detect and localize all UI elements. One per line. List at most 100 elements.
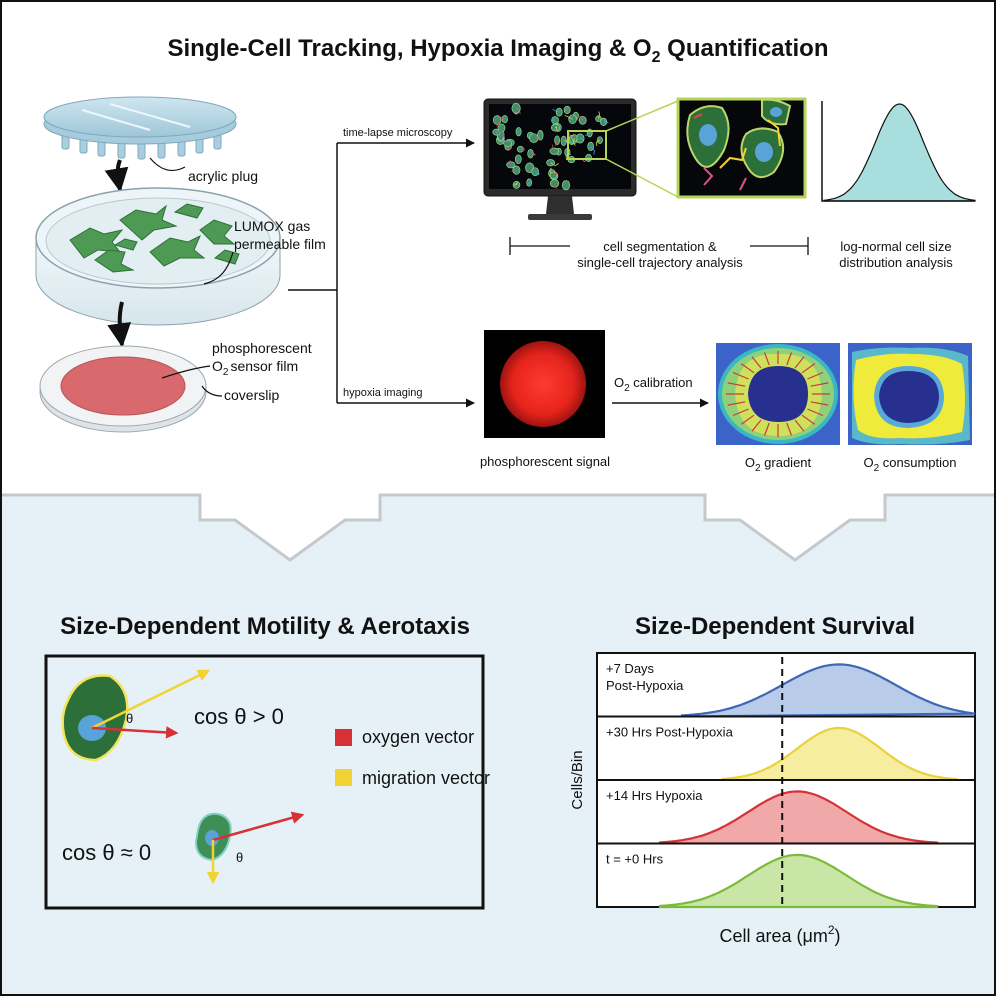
monitor-cell-trail xyxy=(507,146,512,151)
lumox-film-label-line2: permeable film xyxy=(234,236,326,252)
section-divider-arrows xyxy=(2,493,994,562)
acrylic-plug-leader xyxy=(149,157,186,171)
coverslip-label: coverslip xyxy=(224,387,279,403)
acrylic-plug-label: acrylic plug xyxy=(188,168,258,184)
segmentation-caption-mask xyxy=(570,236,750,270)
monitor-cell-trail xyxy=(509,160,512,165)
lognormal-caption-line1: log-normal cell size xyxy=(840,239,951,254)
monitor-cell-field xyxy=(492,102,609,191)
microscopy-monitor xyxy=(483,98,637,220)
monitor-cell-trail xyxy=(554,183,558,189)
monitor-cell-trail xyxy=(500,132,505,138)
monitor-cell-trail xyxy=(551,144,555,152)
lognormal-distribution-plot xyxy=(821,101,976,202)
time-lapse-label: time-lapse microscopy xyxy=(343,127,453,139)
gradient-arrow xyxy=(751,356,762,369)
monitor-cell-trail xyxy=(502,140,508,144)
survival-xlabel: Cell area (μm2) xyxy=(719,923,840,946)
gradient-arrow-field xyxy=(726,351,830,437)
gradient-arrow xyxy=(740,363,755,374)
phosphorescent-signal-image xyxy=(484,330,605,438)
segmentation-caption-line2: single-cell trajectory analysis xyxy=(577,255,743,270)
o2-gradient-caption: O2 gradient xyxy=(745,455,812,474)
legend-label-migration: migration vector xyxy=(362,768,490,788)
monitor-cell-trail xyxy=(550,162,559,167)
down-arrow-2 xyxy=(107,301,132,348)
monitor-cell-trail xyxy=(552,108,560,113)
monitor-cell-trail xyxy=(526,181,531,187)
gradient-arrow xyxy=(810,401,829,406)
monitor-cell-trail xyxy=(515,107,521,115)
oxygen-vector-2 xyxy=(212,811,305,842)
survival-row-label: +14 Hrs Hypoxia xyxy=(606,788,703,803)
monitor-cell-trail xyxy=(495,130,499,135)
sensor-leader xyxy=(161,365,211,379)
acrylic-plug-illustration xyxy=(43,96,237,160)
figure-title: Single-Cell Tracking, Hypoxia Imaging & … xyxy=(167,35,828,66)
lumox-film-label-line1: LUMOX gas xyxy=(234,218,310,234)
monitor-cell-trail xyxy=(530,153,537,156)
monitor-cell-trail xyxy=(513,182,518,186)
gradient-arrow xyxy=(751,419,762,432)
monitor-cell xyxy=(550,123,560,132)
survival-distribution-curve xyxy=(680,663,976,718)
petri-dish-illustration xyxy=(35,187,281,326)
sensor-film-label-line1: phosphorescent xyxy=(212,340,312,356)
monitor-cell-trail xyxy=(564,114,573,120)
segmentation-caption-line1: cell segmentation & xyxy=(603,239,717,254)
gradient-arrow xyxy=(801,363,816,374)
lognormal-caption-line2: distribution analysis xyxy=(839,255,953,270)
monitor-cell-trail xyxy=(517,130,519,134)
monitor-cell-trail xyxy=(590,146,596,155)
monitor-cell-trail xyxy=(553,171,558,176)
monitor-cell xyxy=(531,167,539,177)
monitor-cell-trail xyxy=(563,107,568,111)
survival-title: Size-Dependent Survival xyxy=(635,613,915,640)
monitor-cell-trail xyxy=(572,137,576,146)
monitor-cell-trail xyxy=(497,116,505,120)
gradient-arrow xyxy=(786,422,793,436)
gradient-arrow xyxy=(732,408,749,417)
hypoxia-imaging-label: hypoxia imaging xyxy=(343,387,423,399)
monitor-cell-trail xyxy=(516,159,519,164)
monitor-cell-trail xyxy=(584,132,590,137)
gradient-arrow xyxy=(763,352,770,366)
monitor-cell-trail xyxy=(535,171,540,176)
survival-row-label: +7 Days xyxy=(606,661,655,676)
lumox-leader xyxy=(203,251,234,285)
gradient-arrow xyxy=(732,371,749,380)
legend-label-oxygen: oxygen vector xyxy=(362,727,474,747)
calibration-label: O2 calibration xyxy=(614,375,693,394)
monitor-cell-trail xyxy=(564,180,570,186)
monitor-cell xyxy=(578,115,587,125)
monitor-cell-trail xyxy=(511,169,517,172)
zoom-region-box xyxy=(567,130,607,160)
legend-swatch-migration xyxy=(335,769,352,786)
gradient-arrow xyxy=(810,382,829,387)
survival-distribution-curve xyxy=(658,790,939,845)
monitor-cell-trail xyxy=(595,139,601,147)
gradient-arrow xyxy=(794,419,805,432)
monitor-cell-trail xyxy=(496,119,500,127)
cos-positive-label: cos θ > 0 xyxy=(194,704,284,729)
gradient-arrow xyxy=(807,408,824,417)
monitor-cell-trail xyxy=(533,136,539,140)
monitor-cell-trail xyxy=(579,115,584,121)
survival-row-label: +30 Hrs Post-Hypoxia xyxy=(606,725,734,740)
down-arrow-1 xyxy=(104,159,129,193)
gradient-arrow xyxy=(763,422,770,436)
monitor-cell-trail xyxy=(555,126,558,130)
flow-branch-lines xyxy=(288,143,338,403)
migration-vector-1 xyxy=(91,669,211,730)
o2-consumption-caption: O2 consumption xyxy=(863,455,956,474)
oxygen-vector-1 xyxy=(91,726,179,739)
survival-ylabel: Cells/Bin xyxy=(569,750,586,809)
zoom-connector-lines xyxy=(605,100,679,198)
theta-label-1: θ xyxy=(126,711,133,726)
gradient-arrow xyxy=(794,356,805,369)
monitor-cell-trail xyxy=(520,148,526,150)
